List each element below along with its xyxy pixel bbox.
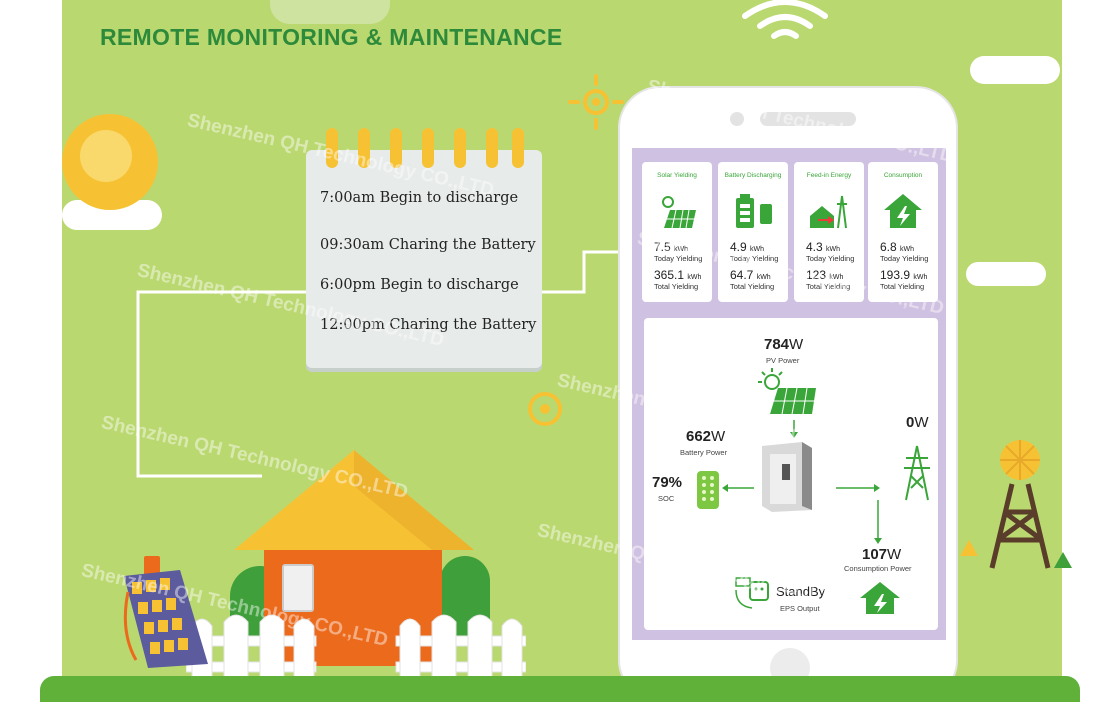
phone-camera [730,112,744,126]
consumption-power-value: 107W [862,546,902,563]
card-title: Feed-in Energy [806,172,852,179]
tree-triangle [960,540,978,556]
total-value: 64.7 kWh [730,268,771,282]
battery-icon [736,194,772,228]
battery-pack-icon [697,471,719,509]
today-label: Today Yielding [730,254,779,263]
grid-tower-icon [810,195,847,229]
schedule-item: 6:00pm Begin to discharge [320,277,519,293]
soc-label: SOC [658,494,675,503]
inverter-icon [762,442,812,512]
battery-power-value: 662W [686,428,726,445]
eps-socket-icon [735,577,769,609]
solar-panel-ground-icon [123,556,208,668]
consumption-home-icon [860,582,900,614]
schedule-notepad: 7:00am Begin to discharge 09:30am Charin… [306,128,542,368]
stat-card-solar[interactable]: Solar Yielding 7.5 kWh Today Yielding 36… [642,162,712,302]
page-title: REMOTE MONITORING & MAINTENANCE [100,24,563,50]
stat-card-consumption[interactable]: Consumption 6.8 kWh Today Yielding 193.9… [868,162,938,302]
notepad-ring [486,128,498,168]
eps-output-label: EPS Output [780,604,820,613]
house-roof [234,450,474,550]
tree-triangle [1054,552,1072,568]
card-title: Consumption [883,172,923,179]
flow-arrows [722,420,882,544]
windmill-icon [989,440,1051,569]
home-power-icon [884,194,922,228]
solar-panel-icon [662,196,696,229]
today-label: Today Yielding [654,254,703,263]
notepad-ring [390,128,402,168]
grid-power-value: 0W [906,414,929,431]
cloud-right [970,56,1060,84]
sun-inner [80,130,132,182]
pv-power-value: 784W [764,336,804,353]
pv-power-label: PV Power [766,356,800,365]
total-label: Total Yielding [806,282,851,291]
notepad-ring [422,128,434,168]
today-value: 4.9 kWh [730,240,765,254]
notepad-ring [454,128,466,168]
power-tower-icon [904,445,930,501]
fence [186,614,526,679]
card-title: Solar Yielding [657,172,697,179]
eps-status: StandBy [776,584,826,599]
total-label: Total Yielding [880,282,925,291]
today-label: Today Yielding [806,254,855,263]
notepad-ring [358,128,370,168]
total-value: 123 kWh [806,268,844,282]
stat-card-battery[interactable]: Battery Discharging 4.9 kWh Today Yieldi… [718,162,788,302]
cloud-top [270,0,390,24]
soc-value: 79% [652,474,683,491]
ring-sun-icon [528,392,562,426]
schedule-item: 12:00pm Charing the Battery [320,317,537,333]
wifi-icon [742,0,828,39]
total-value: 193.9 kWh [880,268,928,282]
today-label: Today Yielding [880,254,929,263]
cloud-right-bottom [966,262,1046,286]
total-label: Total Yielding [654,282,699,291]
today-value: 4.3 kWh [806,240,841,254]
pv-solar-panel-icon [758,368,816,415]
today-value: 6.8 kWh [880,240,915,254]
notepad-ring [326,128,338,168]
notepad-ring [512,128,524,168]
total-value: 365.1 kWh [654,268,702,282]
battery-power-label: Battery Power [680,448,728,457]
consumption-power-label: Consumption Power [844,564,912,573]
today-value: 7.5 kWh [654,240,689,254]
phone-speaker [760,112,856,126]
schedule-item: 7:00am Begin to discharge [320,190,519,206]
stat-card-feed-in[interactable]: Feed-in Energy 4.3 kWh Today Yielding 12… [794,162,864,302]
total-label: Total Yielding [730,282,775,291]
small-sun-icon [568,74,624,130]
schedule-item: 09:30am Charing the Battery [320,237,536,253]
ground [40,676,1080,702]
wall-inverter [282,564,314,612]
card-title: Battery Discharging [724,172,782,179]
